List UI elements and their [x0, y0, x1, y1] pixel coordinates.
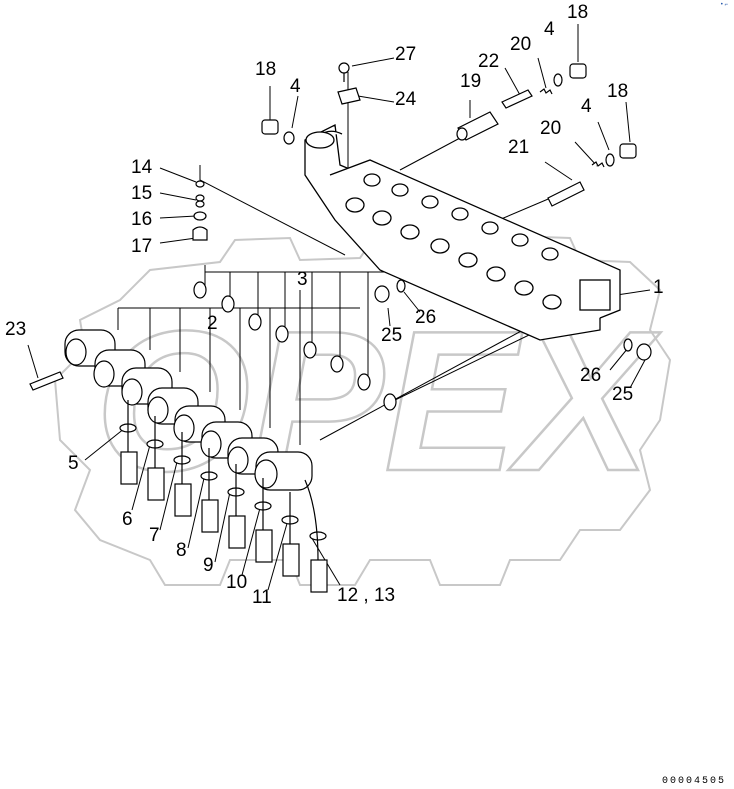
- valve-body: [304, 124, 621, 341]
- callout-4-top: 4: [544, 19, 555, 40]
- callout-27: 27: [395, 44, 417, 65]
- callout-22: 22: [478, 51, 500, 72]
- callout-5: 5: [68, 453, 79, 474]
- callout-6: 6: [122, 509, 133, 530]
- callout-25-middle: 25: [381, 325, 403, 346]
- callout-24: 24: [395, 89, 417, 110]
- callout-19: 19: [460, 71, 482, 92]
- callout-7: 7: [149, 525, 160, 546]
- callout-26-right: 26: [580, 365, 602, 386]
- callout-14: 14: [131, 157, 153, 178]
- corner-mark: • ⌐: [720, 2, 728, 8]
- callout-11: 11: [252, 587, 272, 608]
- callout-15: 15: [131, 183, 153, 204]
- callout-18-right: 18: [607, 81, 629, 102]
- solenoid-8: [254, 451, 313, 491]
- callout-4-right: 4: [581, 96, 592, 117]
- callout-2: 2: [207, 313, 218, 334]
- wires: [127, 400, 319, 561]
- callout-17: 17: [131, 236, 153, 257]
- callout-21: 21: [508, 137, 530, 158]
- callout-18-top: 18: [567, 2, 589, 23]
- callout-12-13: 12 , 13: [337, 585, 396, 606]
- callout-26-middle: 26: [415, 307, 437, 328]
- callout-10: 10: [226, 572, 248, 593]
- spool-parts: [29, 62, 652, 411]
- callout-1: 1: [653, 277, 664, 298]
- callout-20-right: 20: [540, 118, 562, 139]
- solenoid-group: [64, 329, 328, 593]
- callout-8: 8: [176, 540, 187, 561]
- callout-20-top: 20: [510, 34, 532, 55]
- callout-9: 9: [203, 555, 214, 576]
- callout-25-right: 25: [612, 384, 634, 405]
- callout-23: 23: [5, 319, 27, 340]
- reference-number: 00004505: [661, 776, 726, 787]
- callout-3: 3: [297, 269, 308, 290]
- callout-16: 16: [131, 209, 153, 230]
- callout-4-left: 4: [290, 76, 301, 97]
- callout-18-left: 18: [255, 59, 277, 80]
